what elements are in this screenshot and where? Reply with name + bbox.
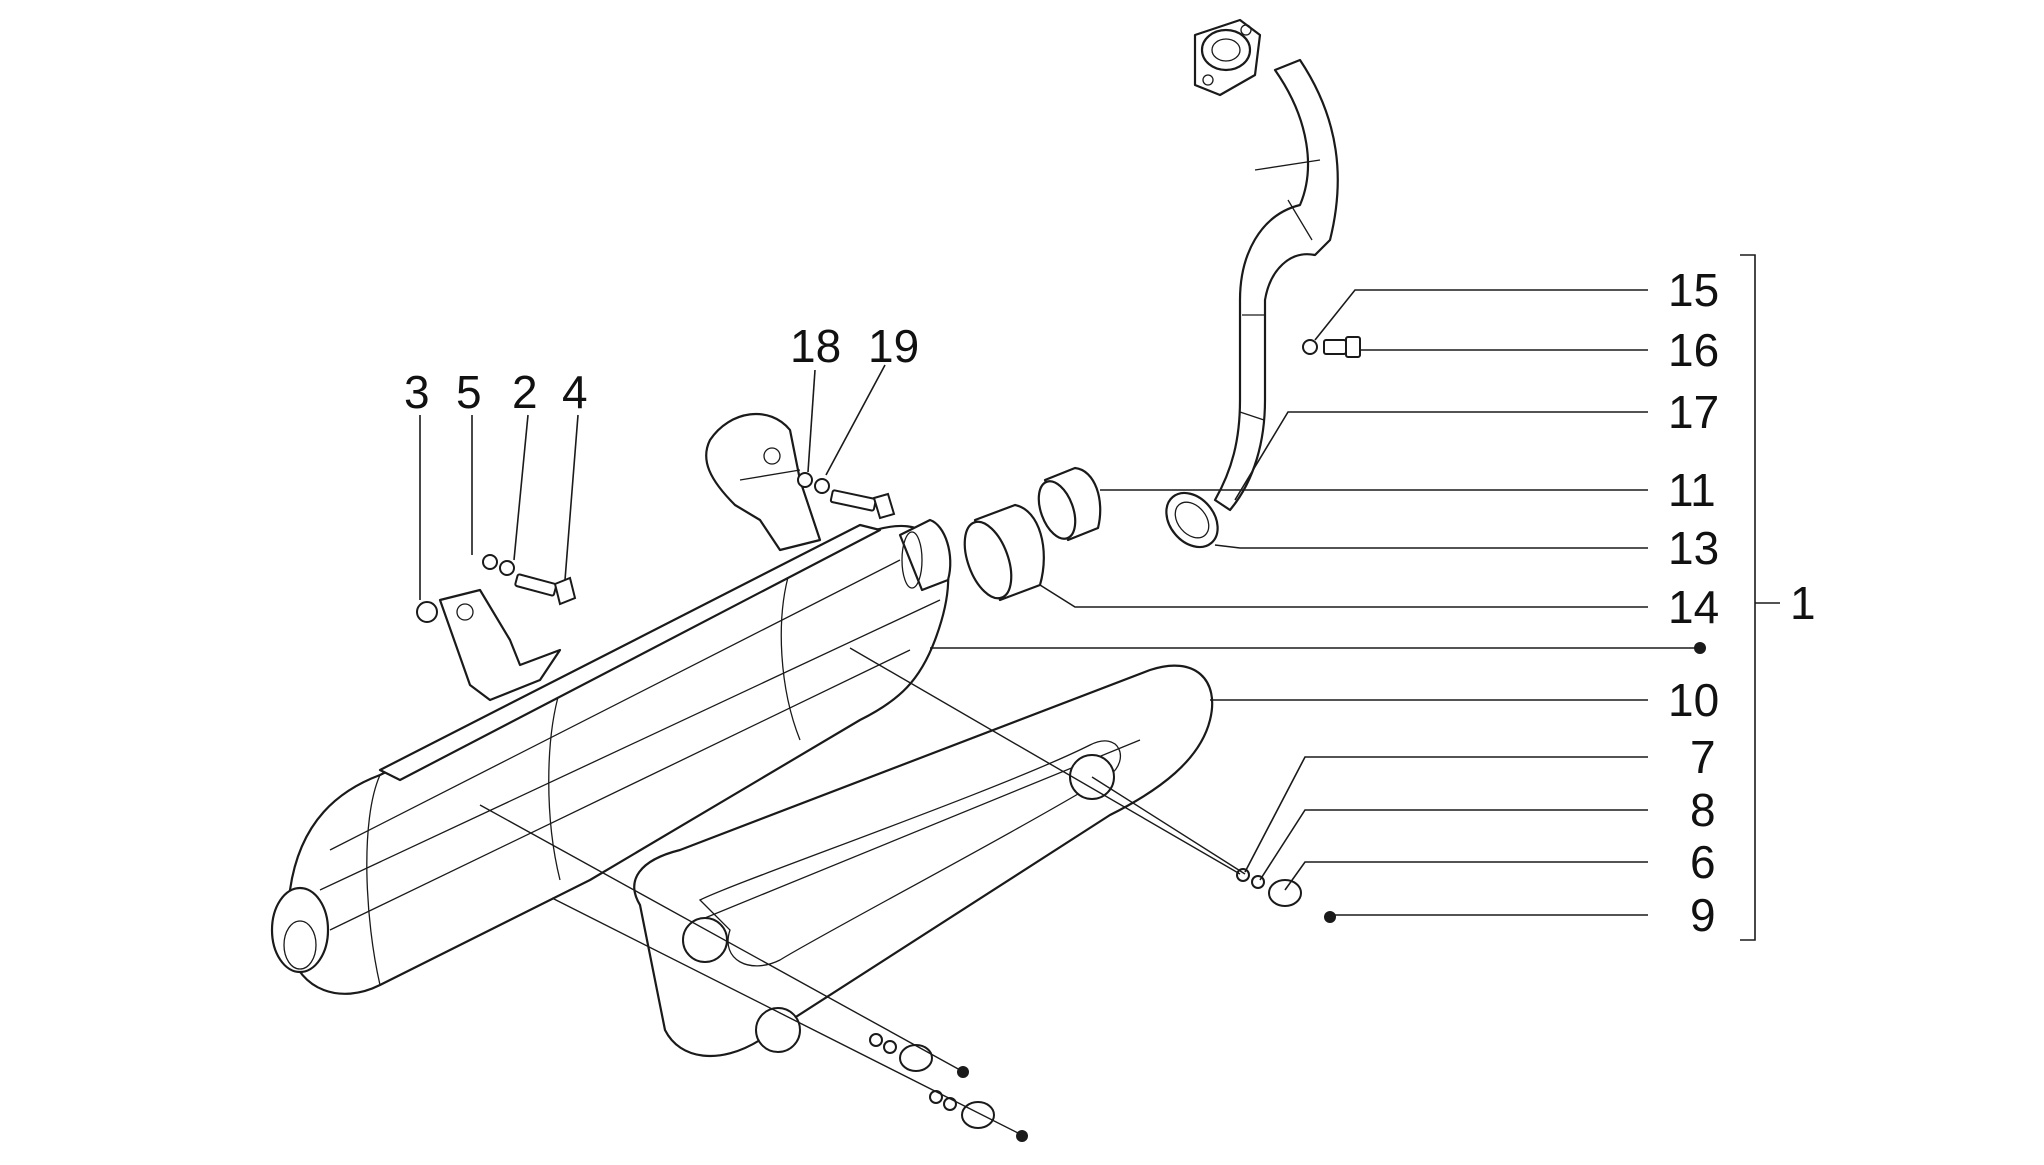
shield-hardware-a — [1236, 868, 1336, 923]
label-17: 17 — [1668, 386, 1719, 438]
shield-hardware-c — [929, 1090, 1028, 1142]
label-14: 14 — [1668, 581, 1719, 633]
label-7: 7 — [1690, 731, 1716, 783]
sleeve-11 — [1037, 466, 1102, 542]
shield-hardware-b — [869, 1033, 969, 1078]
label-11: 11 — [1668, 464, 1716, 516]
pipe-washer-bolt — [1302, 336, 1361, 358]
label-18: 18 — [790, 320, 841, 372]
silencer-body — [270, 518, 952, 995]
label-2: 2 — [512, 366, 538, 418]
pipe-clamp-13 — [1165, 491, 1219, 549]
label-1: 1 — [1790, 577, 1816, 629]
rear-bracket — [438, 588, 562, 702]
reference-dot — [1694, 642, 1706, 654]
label-8: 8 — [1690, 784, 1716, 836]
upper-hardware — [797, 472, 896, 520]
rear-hardware — [416, 554, 577, 623]
assembly-lines — [479, 647, 1246, 1135]
heat-shield — [633, 664, 1214, 1058]
part-labels: 15 16 17 11 13 14 1 10 7 8 6 9 3 5 2 4 1… — [404, 264, 1816, 941]
label-15: 15 — [1668, 264, 1719, 316]
label-13: 13 — [1668, 522, 1719, 574]
label-6: 6 — [1690, 836, 1716, 888]
label-5: 5 — [456, 366, 482, 418]
sleeve-14 — [963, 503, 1045, 602]
upper-hanger-bracket — [705, 412, 822, 552]
label-9: 9 — [1690, 889, 1716, 941]
exhaust-header-pipe — [1193, 18, 1339, 512]
label-16: 16 — [1668, 324, 1719, 376]
label-10: 10 — [1668, 674, 1719, 726]
label-19: 19 — [868, 320, 919, 372]
leader-lines — [419, 254, 1780, 941]
label-4: 4 — [562, 366, 588, 418]
label-3: 3 — [404, 366, 430, 418]
